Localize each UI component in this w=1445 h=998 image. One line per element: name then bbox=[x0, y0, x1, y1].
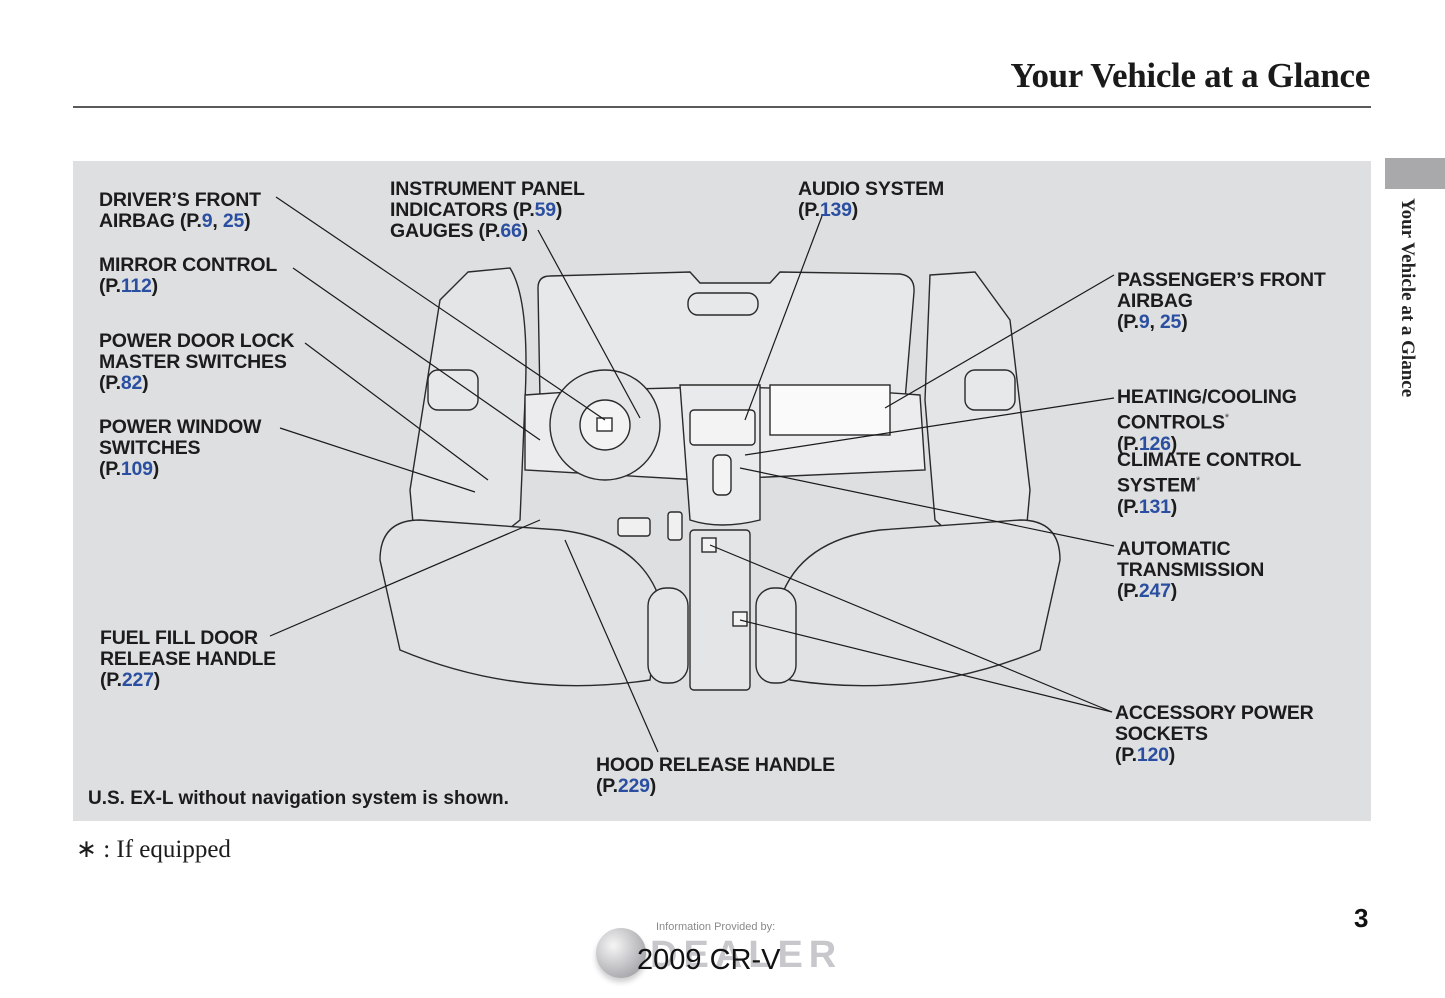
page-link[interactable]: 82 bbox=[120, 372, 143, 394]
page-link[interactable]: 112 bbox=[120, 275, 152, 297]
leader-socket-rear bbox=[739, 619, 1113, 713]
left-headrest bbox=[647, 587, 689, 684]
callout-heating-cooling: HEATING/COOLING CONTROLS* (P.126) bbox=[1117, 386, 1297, 455]
front-socket bbox=[701, 537, 717, 553]
page-number: 3 bbox=[1354, 903, 1369, 933]
leader-hood bbox=[564, 539, 659, 753]
leader-door-lock bbox=[304, 342, 489, 481]
rearview-mirror bbox=[687, 292, 759, 316]
callout-passengers-front-airbag: PASSENGER’S FRONT AIRBAG (P.9, 25) bbox=[1117, 269, 1326, 333]
callout-automatic-transmission: AUTOMATIC TRANSMISSION (P.247) bbox=[1117, 538, 1265, 602]
model-note: U.S. EX-L without navigation system is s… bbox=[88, 788, 509, 809]
callout-hood-release: HOOD RELEASE HANDLE (P.229) bbox=[596, 754, 835, 797]
page-link[interactable]: 66 bbox=[500, 220, 522, 242]
gas-pedal bbox=[667, 511, 683, 541]
section-tab-label: Your Vehicle at a Glance bbox=[1397, 198, 1418, 398]
leader-mirror-control bbox=[292, 267, 541, 441]
leader-heating bbox=[744, 397, 1115, 456]
page-link[interactable]: 229 bbox=[617, 775, 650, 797]
page-link[interactable]: 120 bbox=[1136, 744, 1169, 766]
page-title: Your Vehicle at a Glance bbox=[1010, 56, 1370, 95]
right-mirror bbox=[964, 369, 1016, 411]
callout-accessory-power-sockets: ACCESSORY POWER SOCKETS (P.120) bbox=[1115, 702, 1314, 766]
title-rule bbox=[73, 106, 1371, 108]
watermark-info: Information Provided by: bbox=[656, 921, 776, 933]
watermark-model: 2009 CR-V bbox=[637, 944, 781, 976]
leader-socket-front bbox=[709, 544, 1113, 713]
callout-mirror-control: MIRROR CONTROL (P.112) bbox=[99, 254, 278, 297]
callout-power-door-lock: POWER DOOR LOCK MASTER SWITCHES (P.82) bbox=[99, 330, 295, 394]
leader-passengers-airbag bbox=[884, 274, 1115, 409]
section-tab[interactable] bbox=[1385, 158, 1445, 189]
audio-unit bbox=[689, 409, 756, 446]
leader-power-window bbox=[279, 427, 476, 493]
page-link[interactable]: 126 bbox=[1138, 432, 1171, 455]
passenger-seat bbox=[779, 519, 1061, 687]
if-equipped-asterisk: * bbox=[1224, 412, 1229, 424]
leader-drivers-airbag bbox=[275, 196, 606, 421]
left-mirror bbox=[427, 369, 479, 411]
watermark-logo: DEALER bbox=[650, 934, 843, 976]
leader-lines bbox=[269, 196, 1115, 753]
callout-fuel-fill-door: FUEL FILL DOOR RELEASE HANDLE (P.227) bbox=[100, 627, 276, 691]
if-equipped-asterisk: * bbox=[1195, 475, 1201, 487]
leader-fuel-door bbox=[269, 519, 541, 637]
page-link[interactable]: 109 bbox=[120, 458, 153, 480]
page-link[interactable]: 25 bbox=[1159, 311, 1182, 333]
page-link[interactable]: 247 bbox=[1138, 580, 1171, 602]
callout-power-window: POWER WINDOW SWITCHES (P.109) bbox=[99, 416, 262, 480]
honda-logo bbox=[596, 417, 613, 432]
globe-icon bbox=[596, 928, 646, 978]
passenger-airbag-panel bbox=[769, 384, 891, 436]
page-link[interactable]: 25 bbox=[222, 210, 245, 232]
callout-instrument-panel: INSTRUMENT PANEL INDICATORS (P.59) GAUGE… bbox=[390, 178, 585, 242]
page-link[interactable]: 9 bbox=[201, 210, 213, 232]
callout-drivers-front-airbag: DRIVER’S FRONT AIRBAG (P.9, 25) bbox=[99, 189, 261, 232]
page-link[interactable]: 131 bbox=[1138, 495, 1171, 518]
car-outline bbox=[379, 267, 1061, 691]
callout-climate-control: CLIMATE CONTROL SYSTEM* (P.131) bbox=[1117, 449, 1302, 518]
leader-audio bbox=[744, 215, 823, 421]
page-link[interactable]: 59 bbox=[534, 199, 556, 221]
leader-transmission bbox=[739, 467, 1115, 547]
brake-pedal bbox=[617, 517, 651, 537]
windshield bbox=[537, 271, 915, 401]
page-link[interactable]: 227 bbox=[121, 669, 154, 691]
page-link[interactable]: 139 bbox=[819, 199, 852, 221]
right-headrest bbox=[755, 587, 797, 684]
shift-lever bbox=[712, 454, 732, 496]
center-console bbox=[689, 529, 751, 691]
page-link[interactable]: 9 bbox=[1138, 311, 1150, 333]
callout-audio-system: AUDIO SYSTEM (P.139) bbox=[798, 178, 945, 221]
footnote: ∗ : If equipped bbox=[76, 836, 231, 863]
rear-socket bbox=[732, 611, 748, 627]
leader-instrument bbox=[537, 229, 641, 419]
driver-seat bbox=[379, 519, 661, 687]
